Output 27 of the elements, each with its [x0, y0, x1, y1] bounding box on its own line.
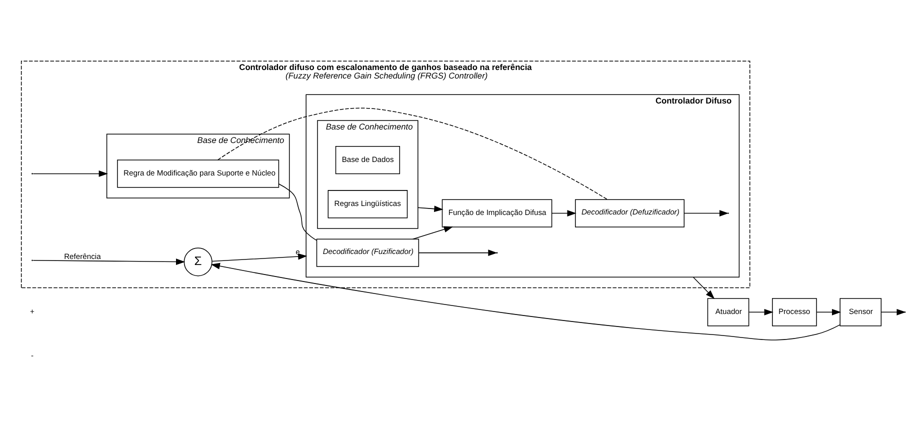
- node-box: Regras Lingüísticas: [328, 190, 408, 218]
- node-box: Sensor: [840, 298, 882, 326]
- node-box: Base de Dados: [335, 146, 400, 174]
- node-box: Regra de Modificação para Suporte e Núcleo: [117, 160, 280, 188]
- arrow: [32, 170, 108, 177]
- connector: [278, 183, 318, 241]
- node-box: Decodificador (Fuzificador): [316, 238, 420, 267]
- arrow: [816, 308, 842, 316]
- arrow: [412, 226, 454, 240]
- arrow: [552, 210, 576, 216]
- label: +: [30, 307, 34, 316]
- arrow: [692, 276, 715, 300]
- arrow: [418, 250, 498, 256]
- arrow: [210, 262, 840, 340]
- arrow: [748, 308, 774, 316]
- node-circle: Σ: [184, 248, 212, 276]
- arrow: [418, 206, 444, 212]
- label: -: [30, 351, 34, 360]
- arrow: [32, 258, 186, 265]
- node-box: Processo: [772, 298, 817, 326]
- node-box: Decodificador (Defuzificador): [575, 199, 685, 228]
- arrow: [212, 253, 308, 262]
- node-box: Função de Implicação Difusa: [442, 199, 552, 228]
- connector: [217, 108, 608, 200]
- arrow: [684, 210, 729, 216]
- node-box: Atuador: [707, 298, 750, 326]
- edge-label: Referência: [64, 252, 101, 261]
